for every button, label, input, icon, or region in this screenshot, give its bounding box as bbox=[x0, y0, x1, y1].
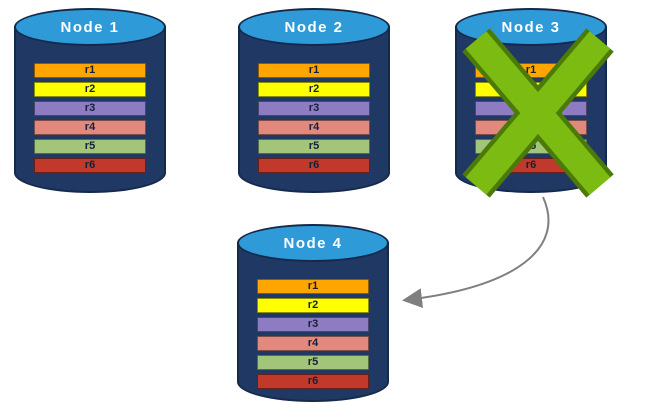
node-title: Node 4 bbox=[283, 234, 343, 252]
replica-row: r3 bbox=[475, 101, 587, 116]
replica-row: r5 bbox=[258, 139, 370, 154]
replica-row: r6 bbox=[475, 158, 587, 173]
replica-row: r2 bbox=[257, 298, 369, 313]
replica-row: r4 bbox=[34, 120, 146, 135]
replica-rows: r1 r2 r3 r4 r5 r6 bbox=[257, 279, 369, 389]
node-title: Node 3 bbox=[501, 18, 561, 36]
replica-row: r3 bbox=[258, 101, 370, 116]
replica-row: r2 bbox=[34, 82, 146, 97]
replica-row: r5 bbox=[257, 355, 369, 370]
replica-row: r3 bbox=[34, 101, 146, 116]
replica-row: r6 bbox=[257, 374, 369, 389]
replica-row: r1 bbox=[475, 63, 587, 78]
node-3: Node 3 r1 r2 r3 r4 r5 r6 bbox=[455, 8, 607, 193]
replica-rows: r1 r2 r3 r4 r5 r6 bbox=[34, 63, 146, 173]
replica-row: r1 bbox=[258, 63, 370, 78]
replica-row: r1 bbox=[34, 63, 146, 78]
node-4: Node 4 r1 r2 r3 r4 r5 r6 bbox=[237, 224, 389, 402]
replica-rows: r1 r2 r3 r4 r5 r6 bbox=[258, 63, 370, 173]
node-title: Node 2 bbox=[284, 18, 344, 36]
replica-row: r4 bbox=[475, 120, 587, 135]
replica-row: r5 bbox=[475, 139, 587, 154]
node-title: Node 1 bbox=[60, 18, 120, 36]
cylinder-top: Node 1 bbox=[14, 8, 166, 46]
replica-rows: r1 r2 r3 r4 r5 r6 bbox=[475, 63, 587, 173]
replica-row: r3 bbox=[257, 317, 369, 332]
replica-row: r1 bbox=[257, 279, 369, 294]
replica-row: r6 bbox=[258, 158, 370, 173]
cylinder-top: Node 3 bbox=[455, 8, 607, 46]
replica-row: r5 bbox=[34, 139, 146, 154]
replica-row: r2 bbox=[258, 82, 370, 97]
cylinder-top: Node 2 bbox=[238, 8, 390, 46]
replica-row: r4 bbox=[258, 120, 370, 135]
replica-row: r4 bbox=[257, 336, 369, 351]
replica-row: r6 bbox=[34, 158, 146, 173]
cylinder-top: Node 4 bbox=[237, 224, 389, 262]
node-1: Node 1 r1 r2 r3 r4 r5 r6 bbox=[14, 8, 166, 193]
replica-row: r2 bbox=[475, 82, 587, 97]
node-2: Node 2 r1 r2 r3 r4 r5 r6 bbox=[238, 8, 390, 193]
